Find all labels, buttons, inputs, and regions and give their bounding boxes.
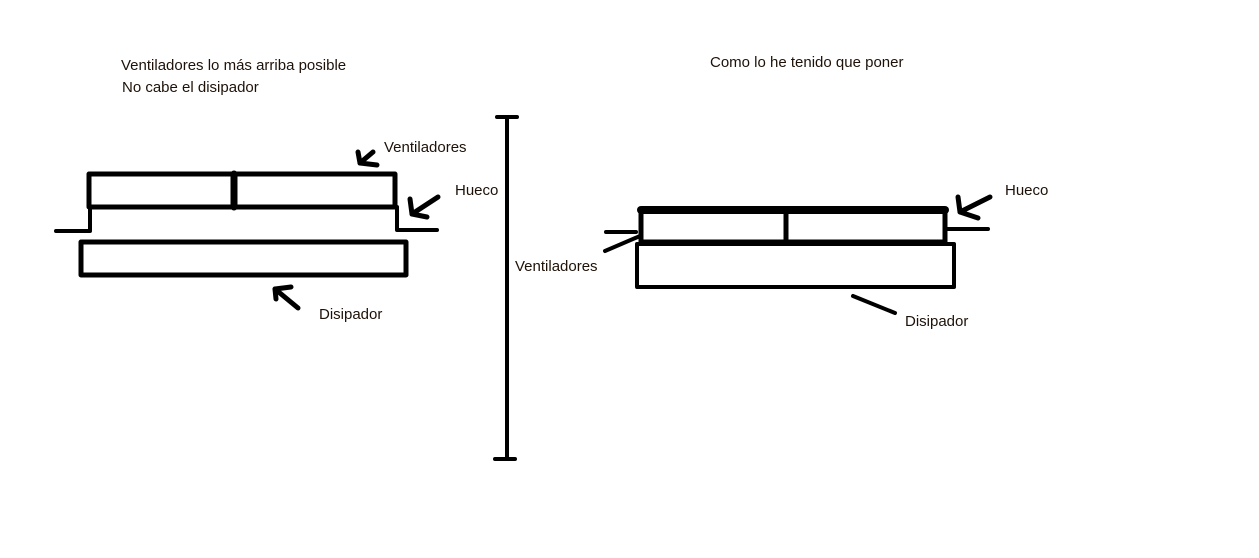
left-title-line1: Ventiladores lo más arriba posible xyxy=(121,57,346,74)
right-heatsink-pointer-icon xyxy=(851,294,897,315)
right-heatsink xyxy=(635,242,956,289)
left-heatsink-arrow-icon xyxy=(272,284,301,311)
right-heatsink-label: Disipador xyxy=(905,313,968,330)
left-case-step xyxy=(54,205,439,233)
left-fans-label: Ventiladores xyxy=(384,139,467,156)
left-gap-arrow-icon xyxy=(407,194,441,220)
left-title-line2: No cabe el disipador xyxy=(122,79,259,96)
right-gap-label: Hueco xyxy=(1005,182,1048,199)
left-gap-label: Hueco xyxy=(455,182,498,199)
left-heatsink xyxy=(78,239,409,278)
right-gap-arrow-icon xyxy=(955,194,993,221)
left-heatsink-label: Disipador xyxy=(319,306,382,323)
right-fans-pointer-icon xyxy=(603,230,642,253)
left-fans-arrow-icon xyxy=(355,149,380,168)
divider-line xyxy=(493,115,519,461)
right-fans-label: Ventiladores xyxy=(515,258,598,275)
right-fans xyxy=(637,206,949,245)
right-title: Como lo he tenido que poner xyxy=(710,54,903,71)
left-fans xyxy=(86,170,398,211)
